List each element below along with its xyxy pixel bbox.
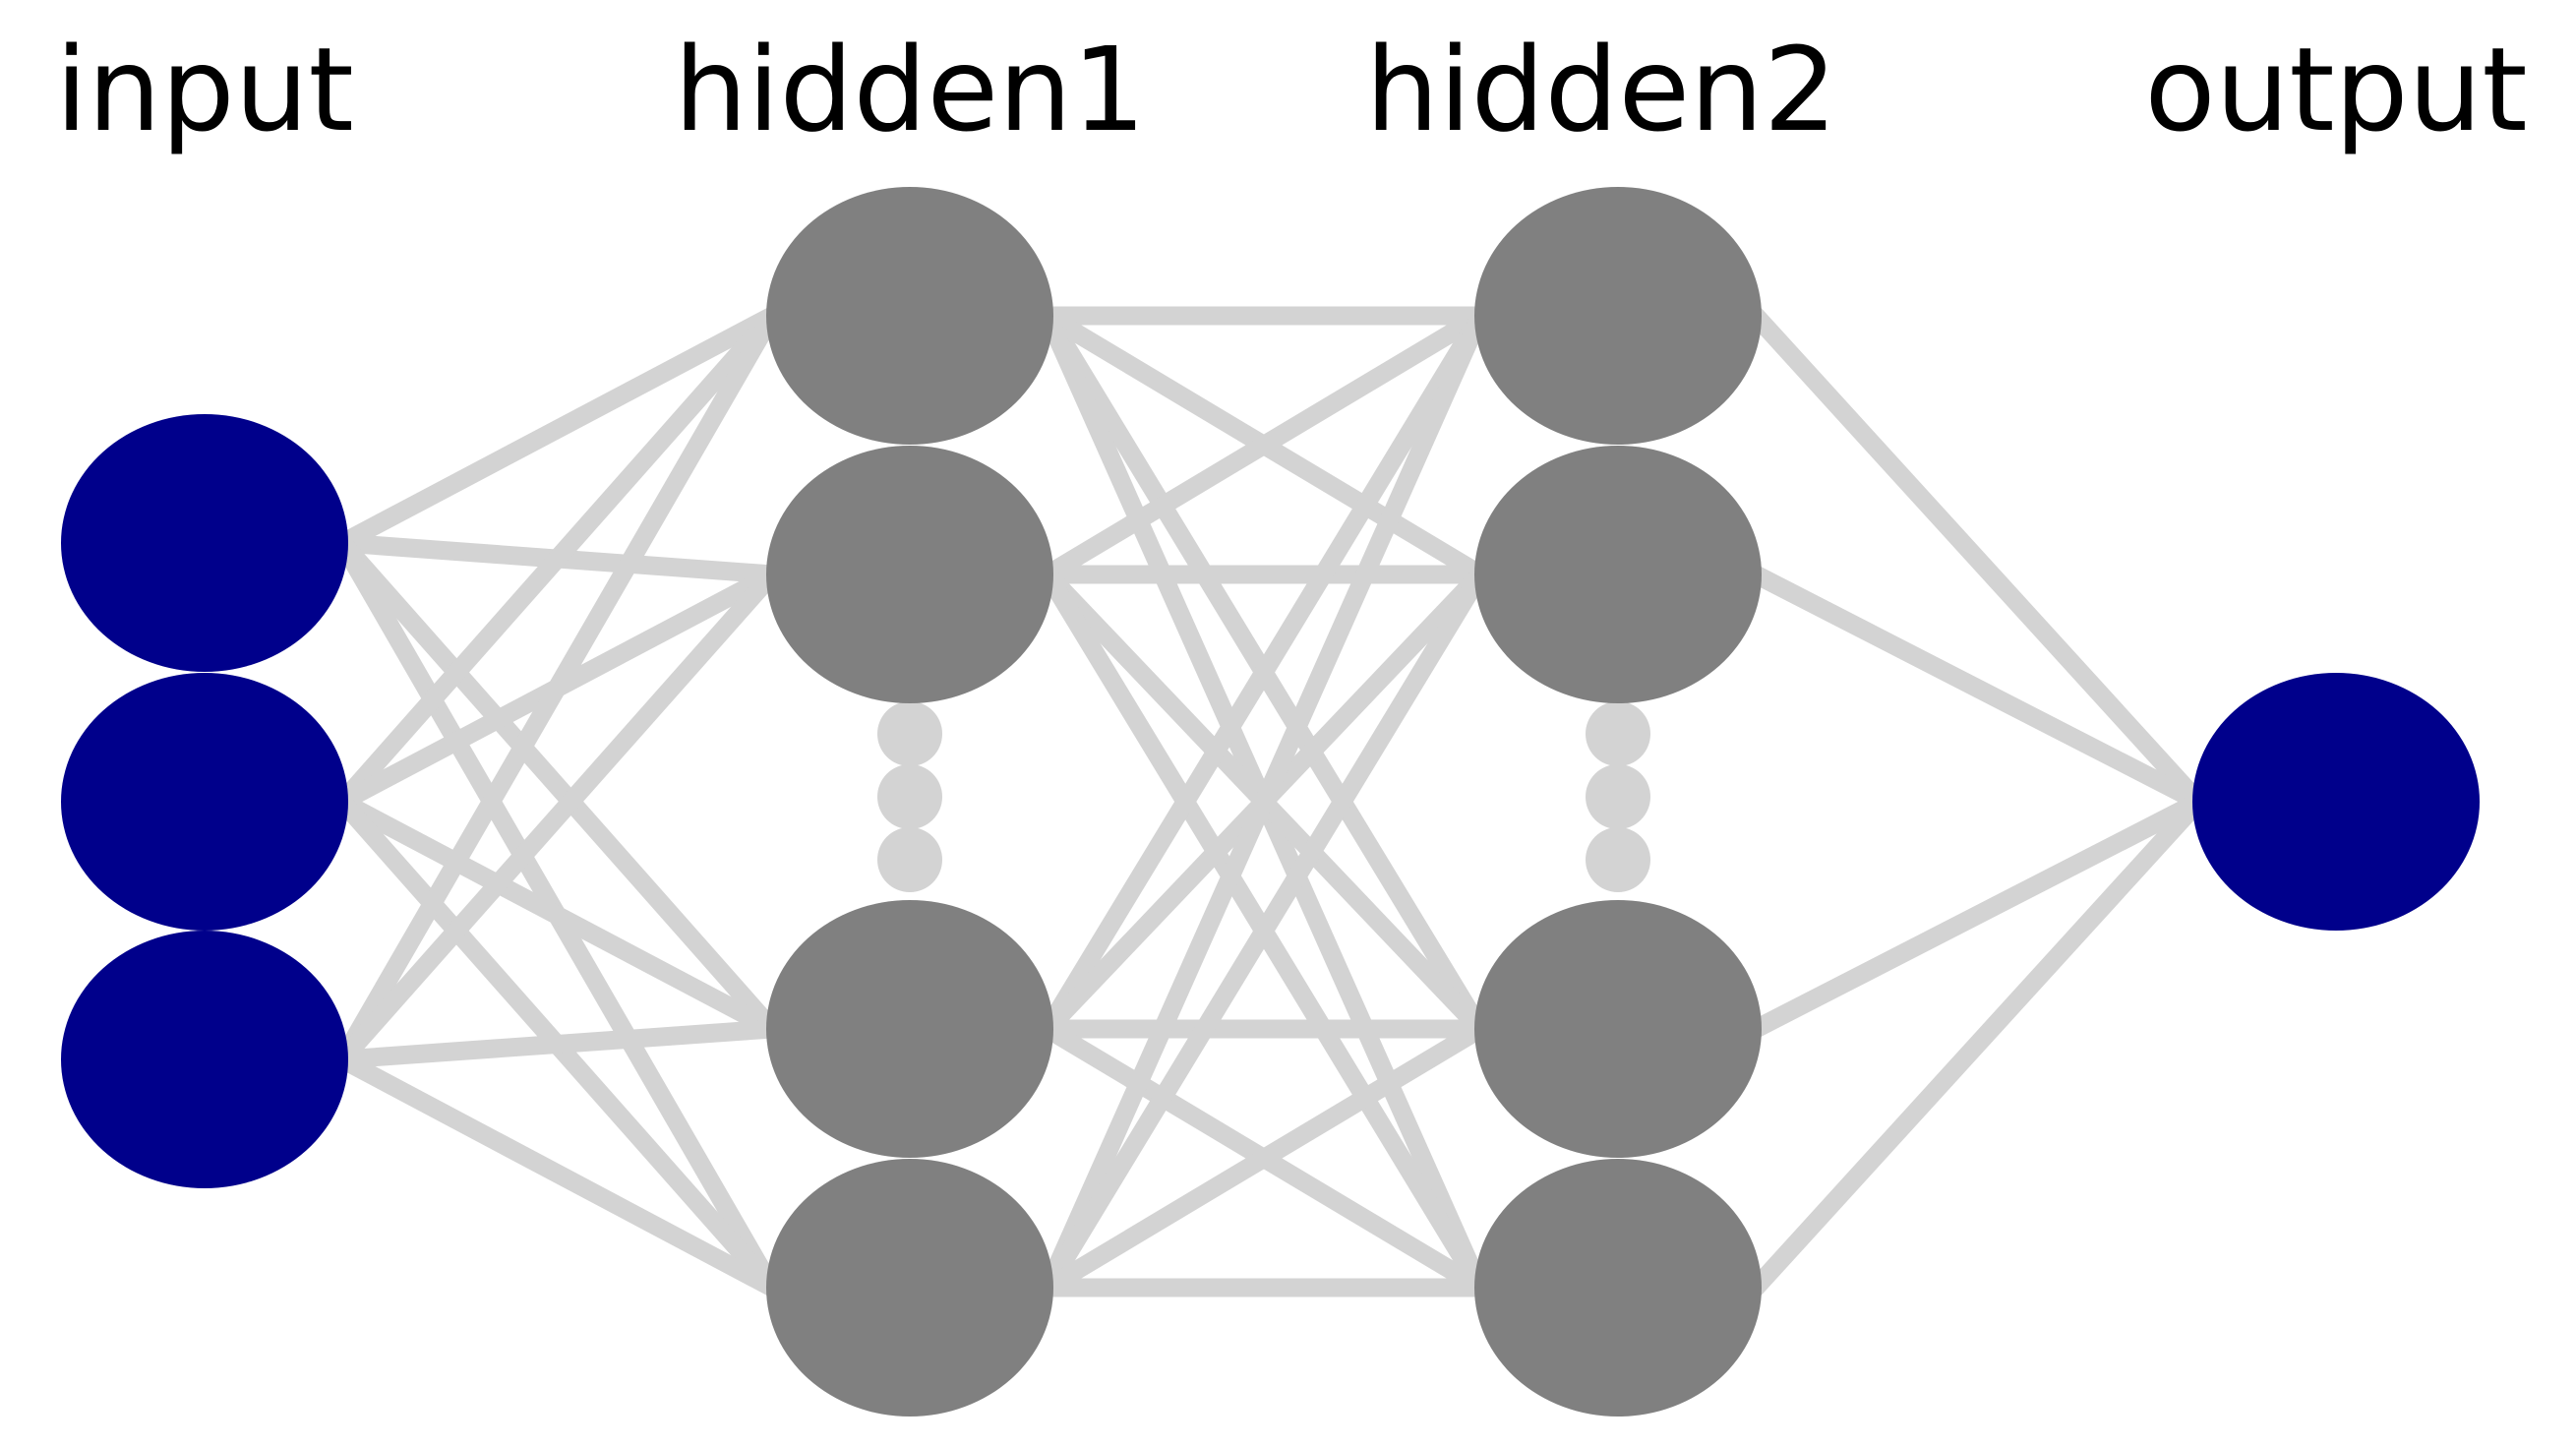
connection-input-3-to-hidden1-4 (332, 1050, 782, 1297)
hidden1-ellipsis-dot-3 (877, 827, 942, 892)
connection-hidden2-3-to-output-1 (1746, 792, 2208, 1039)
connection-hidden2-4-to-output-1 (1746, 792, 2208, 1297)
hidden2-node-2 (1474, 446, 1762, 703)
hidden2-ellipsis-dot-3 (1586, 827, 1650, 892)
input-node-2 (61, 673, 348, 931)
hidden1-ellipsis-dot-2 (877, 764, 942, 829)
input-node-3 (61, 931, 348, 1188)
hidden2-ellipsis-dot-1 (1586, 701, 1650, 766)
output-node-1 (2192, 673, 2480, 931)
hidden1-node-1 (766, 187, 1053, 445)
hidden1-node-2 (766, 446, 1053, 703)
connection-input-3-to-hidden1-3 (332, 1019, 782, 1069)
hidden1-ellipsis-dot-1 (877, 701, 942, 766)
layer-label-hidden1: hidden1 (674, 22, 1146, 157)
connection-hidden2-2-to-output-1 (1746, 565, 2208, 812)
hidden2-node-4 (1474, 1159, 1762, 1417)
layer-label-input: input (55, 22, 354, 157)
connection-input-3-to-hidden1-1 (332, 306, 782, 1069)
neurons (61, 187, 2480, 1417)
connection-hidden1-2-to-hidden2-1 (1038, 306, 1490, 584)
connection-input-3-to-hidden1-2 (332, 565, 782, 1069)
connection-hidden2-1-to-output-1 (1746, 306, 2208, 812)
hidden1-node-3 (766, 900, 1053, 1158)
connection-input-2-to-hidden1-3 (332, 792, 782, 1039)
connection-input-1-to-hidden1-1 (332, 306, 782, 553)
ellipsis-dots (877, 701, 1650, 892)
hidden1-node-4 (766, 1159, 1053, 1417)
layer-label-output: output (2144, 22, 2527, 157)
layer-labels: input hidden1 hidden2 output (55, 22, 2527, 157)
layer-label-hidden2: hidden2 (1365, 22, 1837, 157)
connection-hidden1-4-to-hidden2-1 (1038, 306, 1490, 1297)
connection-input-1-to-hidden1-3 (332, 533, 782, 1039)
hidden2-ellipsis-dot-2 (1586, 764, 1650, 829)
connection-hidden1-4-to-hidden2-3 (1038, 1019, 1490, 1297)
hidden2-node-3 (1474, 900, 1762, 1158)
connections (332, 306, 2208, 1297)
hidden2-node-1 (1474, 187, 1762, 445)
connection-hidden1-4-to-hidden2-2 (1038, 565, 1490, 1297)
input-node-1 (61, 414, 348, 672)
connection-hidden1-3-to-hidden2-1 (1038, 306, 1490, 1039)
connection-input-2-to-hidden1-1 (332, 306, 782, 812)
